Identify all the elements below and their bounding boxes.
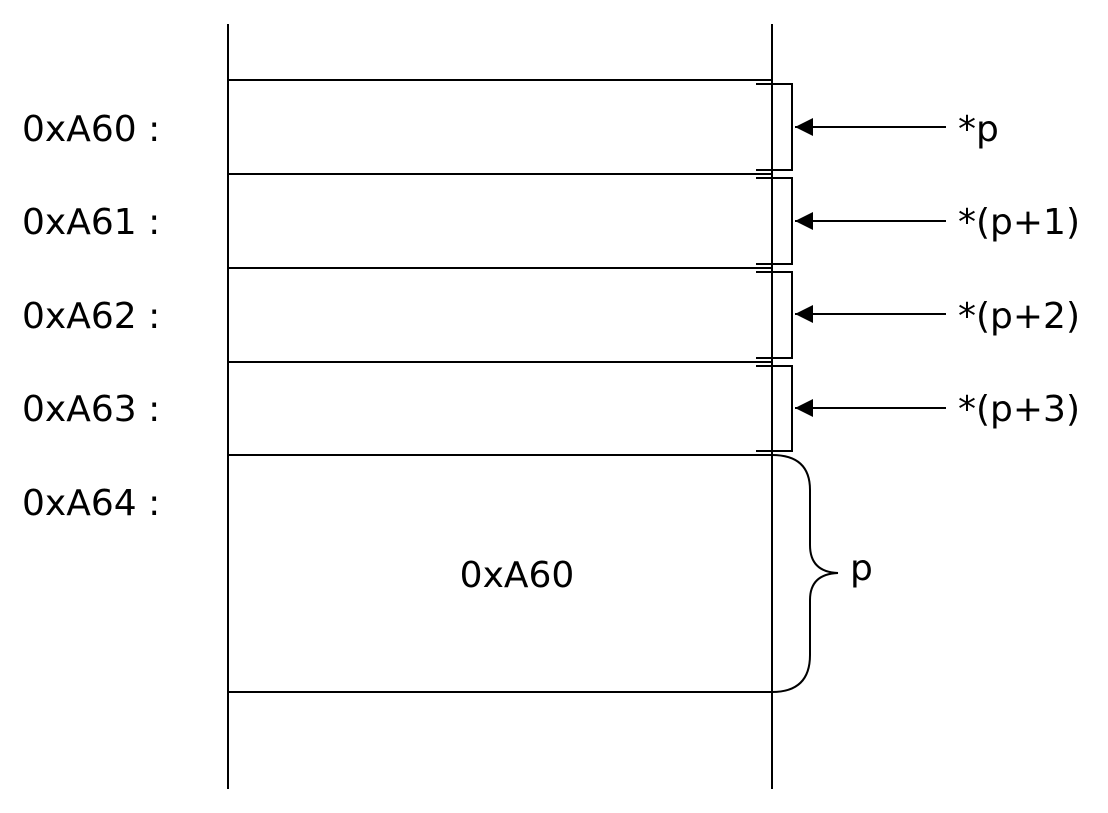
byte-cell <box>227 361 773 456</box>
address-label: 0xA60 : <box>22 109 160 150</box>
pointer-value: 0xA60 <box>460 555 575 596</box>
byte-cell <box>227 267 773 363</box>
byte-bracket <box>756 83 793 171</box>
pointer-cell <box>227 454 773 693</box>
curly-brace <box>771 454 839 693</box>
pointer-variable-name: p <box>850 548 873 589</box>
address-label: 0xA61 : <box>22 202 160 243</box>
pointer-expression: *p <box>958 109 999 150</box>
byte-bracket <box>756 365 793 452</box>
byte-bracket <box>756 271 793 359</box>
address-label: 0xA64 : <box>22 483 160 524</box>
address-label: 0xA62 : <box>22 296 160 337</box>
byte-bracket <box>756 177 793 265</box>
address-label: 0xA63 : <box>22 389 160 430</box>
pointer-expression: *(p+3) <box>958 389 1080 430</box>
byte-cell <box>227 79 773 175</box>
byte-cell <box>227 173 773 269</box>
pointer-expression: *(p+2) <box>958 296 1080 337</box>
pointer-expression: *(p+1) <box>958 202 1080 243</box>
